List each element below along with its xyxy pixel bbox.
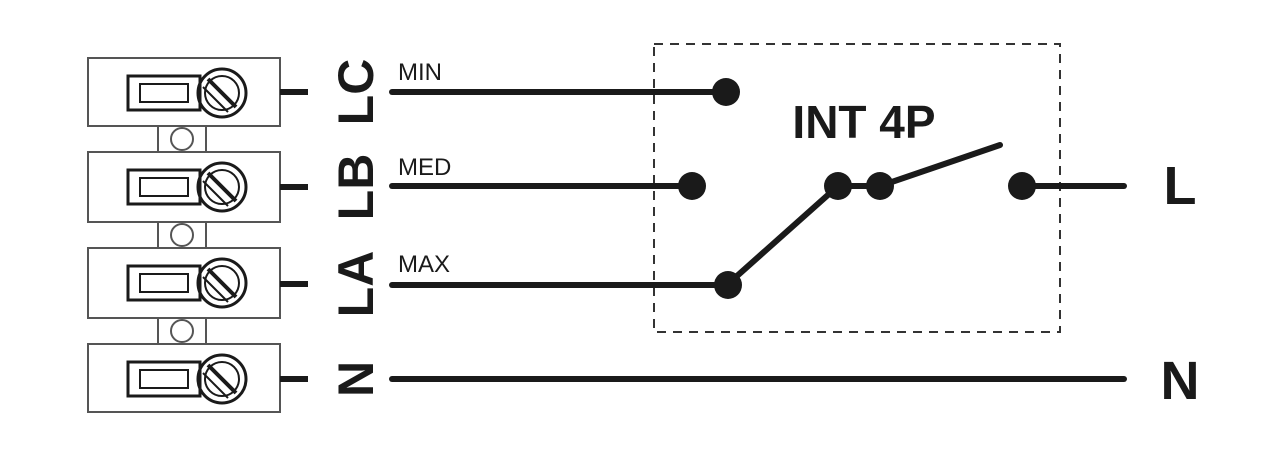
contact-max <box>714 271 742 299</box>
contact-dots <box>678 78 1036 299</box>
contact-min <box>712 78 740 106</box>
terminal-cell-lb <box>126 161 248 213</box>
screw-icon <box>196 257 248 309</box>
switch-link-lower <box>725 183 841 287</box>
screw-icon <box>196 67 248 119</box>
screw-icon <box>196 161 248 213</box>
contact-med <box>678 172 706 200</box>
output-label-line: L <box>1164 156 1197 216</box>
switch-title: INT 4P <box>792 96 935 148</box>
contact-common-a <box>824 172 852 200</box>
speed-label-min: MIN <box>398 59 442 86</box>
output-label-neutral: N <box>1161 351 1200 411</box>
speed-label-med: MED <box>398 154 451 181</box>
terminal-stubs <box>280 89 308 382</box>
wires <box>389 89 1127 382</box>
terminal-cell-n <box>126 353 248 405</box>
screw-icon <box>196 353 248 405</box>
terminal-label-lb: LB <box>328 154 384 221</box>
contact-common-b <box>866 172 894 200</box>
terminal-cell-la <box>126 257 248 309</box>
terminal-label-la: LA <box>328 251 384 318</box>
terminal-label-lc: LC <box>328 59 384 126</box>
terminal-label-n: N <box>328 361 384 397</box>
contact-line <box>1008 172 1036 200</box>
switch-arm <box>877 142 1003 189</box>
terminal-cell-lc <box>126 67 248 119</box>
speed-label-max: MAX <box>398 251 450 278</box>
